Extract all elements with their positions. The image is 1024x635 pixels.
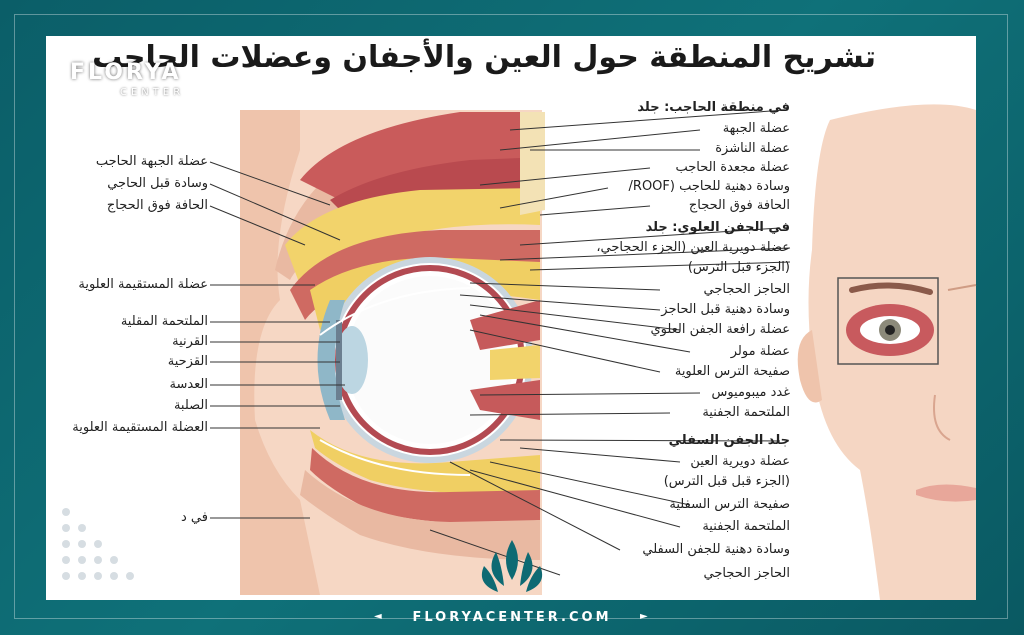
- label-left-3: عضلة المستقيمة العلوية: [78, 277, 208, 292]
- label-left-6: القزحية: [168, 354, 208, 369]
- brand-name: FLORYA: [70, 60, 182, 85]
- arrow-right-icon: ►: [640, 611, 648, 622]
- label-right-1: عضلة الجبهة: [723, 121, 790, 136]
- label-right-4: وسادة دهنية للحاجب (ROOF/: [629, 179, 790, 194]
- arrow-left-icon: ◄: [374, 611, 382, 622]
- label-right-11: عضلة رافعة الجفن العلوي: [650, 322, 790, 337]
- label-left-0: عضلة الجبهة الحاجب: [96, 154, 208, 169]
- label-right-9: الحاجز الحجاجي: [704, 282, 790, 297]
- footer: ◄ FLORYACENTER.COM ►: [0, 600, 1024, 635]
- label-right-19: صفيحة الترس السفلية: [669, 497, 790, 512]
- label-right-21: وسادة دهنية للجفن السفلي: [642, 542, 790, 557]
- label-right-22: الحاجز الحجاجي: [704, 566, 790, 581]
- label-right-0: في منطقة الحاجب: جلد: [637, 100, 790, 115]
- label-left-7: العدسة: [169, 377, 208, 392]
- label-left-8: الصلبة: [174, 398, 208, 413]
- label-right-6: في الجفن العلوي: جلد: [646, 220, 790, 235]
- label-right-14: غدد ميبوميوس: [711, 385, 790, 400]
- label-left-9: العضلة المستقيمة العلوية: [72, 420, 208, 435]
- label-left-5: القرنية: [172, 334, 208, 349]
- label-right-2: عضلة الناشزة: [715, 141, 790, 156]
- label-left-4: الملتحمة المقلية: [121, 314, 208, 329]
- brand-logo: FLORYA CENTER: [70, 60, 182, 85]
- label-left-2: الحافة فوق الحجاج: [107, 198, 208, 213]
- brand-sub: CENTER: [120, 87, 184, 98]
- label-right-5: الحافة فوق الحجاج: [689, 198, 790, 213]
- page-title: تشريح المنطقة حول العين والأجفان وعضلات …: [92, 40, 876, 75]
- label-right-17: عضلة دويرية العين: [690, 454, 790, 469]
- footer-website[interactable]: FLORYACENTER.COM: [412, 610, 611, 625]
- label-right-15: الملتحمة الجفنية: [702, 405, 790, 420]
- label-right-20: الملتحمة الجفنية: [702, 519, 790, 534]
- label-right-13: صفيحة الترس العلوية: [675, 364, 790, 379]
- label-right-8: (الجزء قبل الترس): [688, 260, 790, 275]
- label-right-12: عضلة مولر: [731, 344, 790, 359]
- label-right-16: جلد الجفن السفلي: [669, 433, 790, 448]
- label-right-18: (الجزء قبل قبل الترس): [664, 474, 790, 489]
- label-right-3: عضلة مجعدة الحاجب: [675, 160, 790, 175]
- label-left-1: وسادة قبل الحاجي: [107, 176, 208, 191]
- label-right-7: عضلة دويرية العين (الجزء الحجاجي،: [596, 240, 790, 255]
- label-right-10: وسادة دهنية قبل الحاجز: [661, 302, 790, 317]
- label-left-10: في د: [181, 510, 208, 525]
